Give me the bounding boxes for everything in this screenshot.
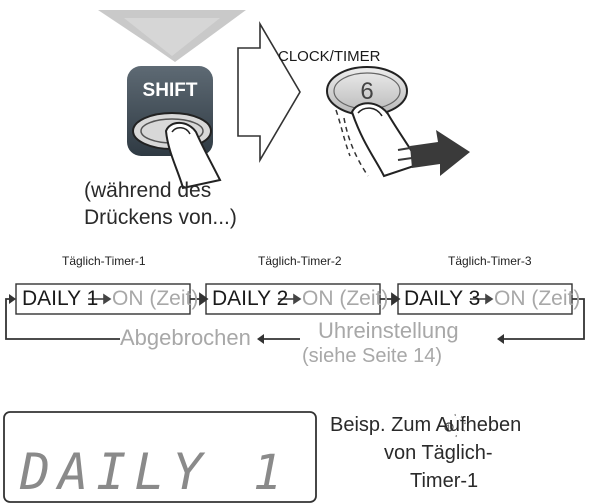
cancelled-label: Abgebrochen [120,325,251,350]
clock-timer-label: CLOCK/TIMER [278,48,381,65]
note-line-1: (während des [84,179,212,202]
finger-icon [164,121,222,190]
daily-2-label: DAILY 2 [212,287,289,310]
see-page-label: (siehe Seite 14) [302,345,443,367]
timer-2-caption: Täglich-Timer-2 [258,254,342,268]
finger-icon [350,102,422,178]
on-time-2-label: ON (Zeit) [302,287,389,310]
example-line-2: von Täglich- [384,442,493,464]
lcd-display [3,411,317,503]
slide-arrow-icon [410,130,470,176]
note-line-2: Drückens von...) [84,206,237,229]
daily-1-label: DAILY 1 [22,287,99,310]
timer-badge-icon [444,422,454,432]
example-line-1: Beisp. Zum Aufheben [330,414,522,436]
shift-label: SHIFT [142,80,198,101]
lcd-daily-text: DAILY [20,443,211,501]
clock-timer-number: 6 [360,78,374,105]
on-time-3-label: ON (Zeit) [494,287,581,310]
timer-badge-number: 1 [446,423,452,433]
timer-1-caption: Täglich-Timer-1 [62,254,146,268]
example-line-3: Timer-1 [410,470,479,492]
lcd-number: 1 [253,445,282,501]
timer-3-caption: Täglich-Timer-3 [448,254,532,268]
daily-3-label: DAILY 3 [404,287,481,310]
on-time-1-label: ON (Zeit) [112,287,199,310]
clock-setting-label: Uhreinstellung [318,318,459,343]
next-step-arrow-icon [237,21,301,163]
